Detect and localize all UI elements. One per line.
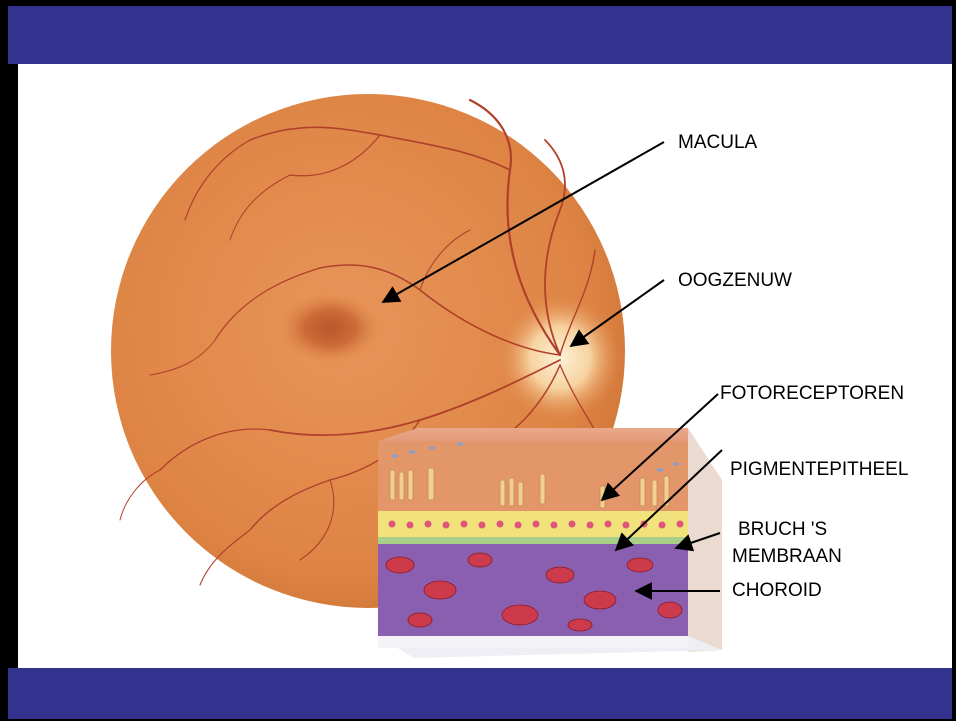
label-optic-nerve: OOGZENUW bbox=[678, 270, 792, 292]
macula-spot bbox=[278, 292, 382, 364]
label-photoreceptors: FOTORECEPTOREN bbox=[720, 383, 904, 405]
label-pigment-epithelium: PIGMENTEPITHEEL bbox=[730, 459, 908, 481]
label-choroid: CHOROID bbox=[732, 580, 822, 602]
optic-disc bbox=[500, 296, 620, 420]
tissue-cross-section bbox=[378, 428, 722, 658]
label-macula: MACULA bbox=[678, 132, 757, 154]
label-bruchs-line1: BRUCH 'S bbox=[738, 519, 827, 541]
label-bruchs-line2: MEMBRAAN bbox=[732, 546, 842, 568]
bruchs-membrane-layer bbox=[378, 537, 688, 544]
